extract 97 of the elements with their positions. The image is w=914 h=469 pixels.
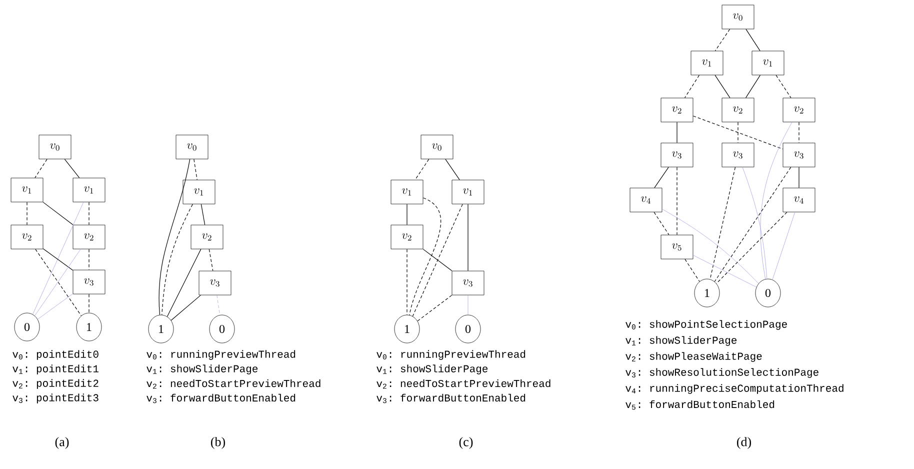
dashed-line [216, 294, 220, 316]
subfigure-caption: (a) [55, 437, 69, 449]
variable-box: $v_1$ [182, 180, 216, 204]
dashed-line [88, 248, 90, 270]
line [745, 74, 760, 98]
line [692, 254, 757, 288]
dashed-line [776, 74, 792, 98]
variable-box: $v_3$ [660, 142, 694, 168]
variable-box: $v_5$ [660, 234, 694, 260]
variable-box: $v_2$ [10, 224, 44, 250]
variable-legend: v$_{3}$: forwardButtonEnabled [146, 394, 296, 404]
variable-legend: v$_{2}$: showPleaseWaitPage [626, 352, 762, 362]
line [742, 166, 768, 280]
variable-legend: v$_{0}$: runningPreviewThread [376, 350, 526, 360]
variable-legend: v$_{2}$: needToStartPreviewThread [146, 379, 320, 389]
dashed-line [684, 258, 700, 282]
dashed-line [88, 202, 90, 226]
variable-legend: v$_{5}$: forwardButtonEnabled [626, 400, 774, 410]
variable-box: $v_0$ [722, 4, 754, 30]
variable-box: $v_4$ [630, 188, 662, 212]
variable-box: $v_1$ [10, 178, 44, 202]
dashed-line [162, 204, 193, 316]
line [746, 28, 760, 52]
variable-box: $v_1$ [752, 50, 784, 76]
dashed-line [88, 294, 90, 314]
line [158, 158, 190, 316]
dashed-line [654, 212, 670, 236]
line [714, 74, 730, 98]
variable-box: $v_1$ [452, 180, 484, 204]
variable-box: $v_3$ [198, 270, 232, 296]
variable-legend: v$_{3}$: showResolutionSelectionPage [626, 368, 818, 378]
variable-legend: v$_{1}$: showSliderPage [626, 336, 736, 346]
variable-legend: v$_{3}$: pointEdit3 [12, 394, 98, 404]
dashed-line [692, 116, 784, 150]
variable-box: $v_2$ [782, 98, 816, 122]
dashed-line [676, 166, 678, 236]
variable-box: $v_2$ [72, 224, 106, 250]
variable-box: $v_3$ [722, 142, 754, 168]
variable-box: $v_2$ [390, 224, 424, 250]
line [406, 204, 408, 226]
variable-legend: v$_{1}$: pointEdit1 [12, 364, 98, 374]
variable-box: $v_2$ [190, 224, 224, 250]
variable-legend: v$_{2}$: pointEdit2 [12, 379, 98, 389]
variable-legend: v$_{4}$: runningPreciseComputationThread [626, 384, 844, 394]
line [654, 166, 669, 188]
line [662, 208, 759, 284]
line [64, 158, 80, 178]
dashed-line [414, 158, 430, 180]
variable-box: $v_1$ [690, 50, 724, 76]
dashed-line [714, 166, 792, 282]
variable-box: $v_2$ [722, 98, 754, 122]
variable-box: $v_0$ [420, 134, 454, 160]
line [772, 212, 796, 280]
dashed-line [26, 202, 28, 226]
line [760, 122, 792, 280]
variable-box: $v_1$ [72, 178, 106, 202]
dashed-line [710, 166, 736, 280]
line [676, 122, 678, 144]
line [42, 202, 74, 226]
dashed-line [798, 122, 800, 144]
dashed-line [684, 74, 700, 98]
line [37, 294, 74, 320]
subfigure-caption: (d) [736, 437, 751, 449]
dashed-line [208, 248, 214, 272]
variable-box: $v_4$ [782, 188, 816, 212]
variable-box: $v_3$ [452, 270, 484, 296]
line [42, 248, 74, 271]
variable-box: $v_2$ [660, 98, 694, 122]
variable-legend: v$_{1}$: showSliderPage [146, 364, 258, 374]
line [32, 202, 84, 315]
dashed-line [716, 212, 788, 284]
variable-legend: v$_{3}$: forwardButtonEnabled [376, 394, 526, 404]
dashed-line [34, 158, 48, 178]
variable-legend: v$_{1}$: showSliderPage [376, 364, 488, 374]
variable-legend: v$_{2}$: needToStartPreviewThread [376, 379, 550, 389]
dashed-line [194, 158, 198, 180]
variable-box: $v_3$ [782, 142, 816, 168]
line [445, 158, 460, 180]
variable-box: $v_0$ [38, 134, 72, 160]
dashed-line [417, 294, 452, 322]
variable-legend: v$_{0}$: showPointSelectionPage [626, 320, 787, 330]
line [166, 248, 202, 317]
line [798, 166, 800, 188]
variable-box: $v_3$ [72, 270, 106, 294]
variable-legend: v$_{0}$: pointEdit0 [12, 350, 98, 360]
dashed-line [409, 198, 441, 316]
variable-box: $v_0$ [176, 134, 208, 160]
subfigure-caption: (c) [459, 437, 473, 449]
line [200, 204, 206, 226]
variable-box: $v_1$ [390, 180, 424, 204]
subfigure-caption: (b) [211, 437, 226, 449]
line [170, 294, 201, 321]
dashed-line [406, 248, 408, 316]
dashed-line [412, 204, 463, 317]
dashed-line [714, 28, 730, 52]
line [422, 248, 452, 272]
variable-legend: v$_{0}$: runningPreviewThread [146, 350, 296, 360]
